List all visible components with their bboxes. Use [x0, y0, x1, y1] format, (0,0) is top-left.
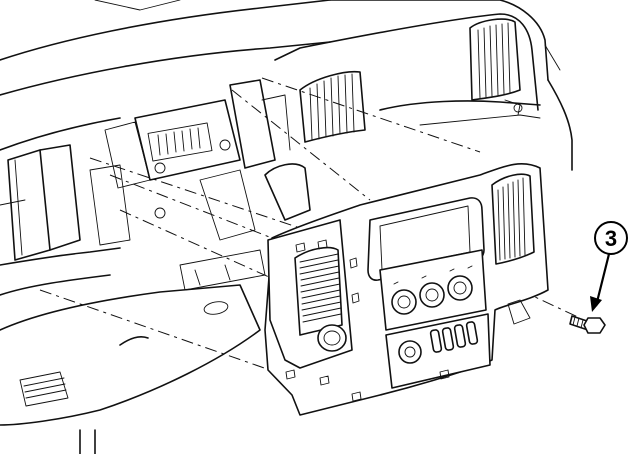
center-upper-vent — [299, 70, 366, 143]
upper-right-vent — [469, 18, 521, 101]
callout-arrow — [590, 253, 611, 312]
callout-3: 3 — [594, 221, 628, 255]
callout-3-label: 3 — [605, 226, 617, 251]
dash-right-ledge — [379, 99, 541, 126]
bezel-clips — [285, 239, 531, 402]
radio-unit — [104, 99, 241, 189]
left-dash-panel — [0, 144, 131, 296]
lower-knee-bolster — [0, 249, 266, 454]
switch-bank — [429, 321, 479, 353]
center-structure — [154, 79, 311, 241]
center-bezel — [264, 163, 549, 416]
screw — [569, 315, 606, 334]
dash-top — [0, 0, 573, 171]
